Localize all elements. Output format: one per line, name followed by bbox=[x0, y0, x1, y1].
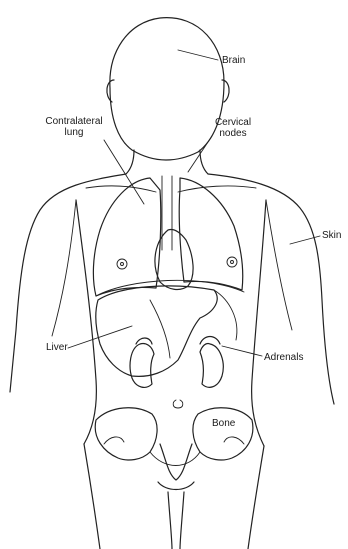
liver-lobe-line bbox=[150, 300, 170, 358]
label-bone: Bone bbox=[212, 418, 235, 429]
right-kidney bbox=[200, 343, 223, 387]
adrenals-leader bbox=[222, 346, 262, 356]
label-contralateral-lung: Contralateral lung bbox=[36, 116, 112, 138]
left-nipple bbox=[117, 259, 127, 269]
brain-leader bbox=[178, 50, 218, 60]
contralateral-lung-leader bbox=[104, 140, 144, 204]
label-cervical-nodes: Cervical nodes bbox=[204, 117, 262, 139]
trachea bbox=[162, 176, 172, 250]
pelvis-left-wing bbox=[95, 408, 157, 460]
inner-legs bbox=[168, 492, 184, 549]
left-obturator bbox=[104, 437, 124, 444]
left-leg bbox=[84, 444, 100, 549]
neck-left bbox=[126, 150, 134, 174]
label-contralateral-lung-line2: lung bbox=[36, 127, 112, 138]
torso-right-side bbox=[252, 200, 266, 446]
sacrum bbox=[160, 444, 192, 480]
right-leg bbox=[248, 446, 264, 549]
label-brain: Brain bbox=[222, 55, 245, 66]
left-inner-arm bbox=[52, 200, 76, 336]
right-obturator bbox=[224, 437, 244, 444]
cervical-nodes-leader bbox=[188, 136, 212, 172]
right-shoulder-arm bbox=[208, 174, 334, 404]
left-kidney bbox=[130, 343, 154, 387]
label-cervical-nodes-line2: nodes bbox=[204, 128, 262, 139]
right-lung bbox=[179, 178, 243, 290]
label-skin: Skin bbox=[322, 230, 341, 241]
pubic-symphysis bbox=[158, 482, 194, 490]
left-clavicle bbox=[86, 186, 156, 192]
label-adrenals: Adrenals bbox=[264, 352, 303, 363]
pelvic-brim bbox=[150, 452, 200, 466]
liver bbox=[96, 286, 217, 376]
label-contralateral-lung-line1: Contralateral bbox=[36, 116, 112, 127]
label-liver: Liver bbox=[46, 342, 68, 353]
left-lung bbox=[93, 178, 160, 296]
right-adrenal bbox=[200, 337, 220, 345]
right-inner-arm bbox=[266, 200, 292, 330]
navel bbox=[173, 400, 183, 408]
torso-left-side bbox=[76, 200, 96, 444]
neck-right bbox=[200, 150, 208, 174]
right-nipple bbox=[227, 257, 237, 267]
right-clavicle bbox=[178, 186, 256, 192]
pelvis-right-wing bbox=[193, 408, 253, 460]
left-nipple-dot bbox=[121, 263, 124, 266]
right-nipple-dot bbox=[231, 261, 234, 264]
label-cervical-nodes-line1: Cervical bbox=[204, 117, 262, 128]
